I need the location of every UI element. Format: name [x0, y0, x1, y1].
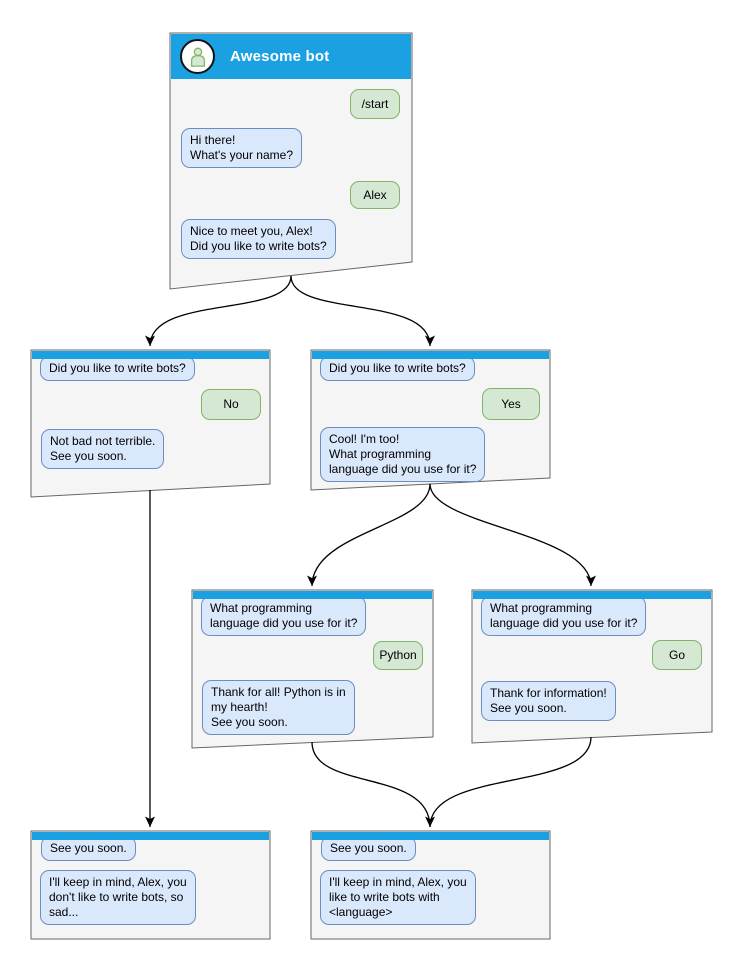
- bot-name-title: Awesome bot: [230, 48, 330, 65]
- bot-message-bubble: Not bad not terrible. See you soon.: [41, 429, 165, 469]
- user-message-bubble: No: [201, 389, 261, 420]
- bot-message-bubble: I'll keep in mind, Alex, you don't like …: [40, 870, 196, 925]
- bot-message-bubble: Thank for all! Python is in my hearth! S…: [202, 680, 355, 735]
- card-header-go-branch: [473, 591, 711, 599]
- connector-yes-to-python: [307, 483, 431, 587]
- card-header-no-branch: [32, 351, 269, 359]
- bot-message-bubble: Did you like to write bots?: [320, 356, 475, 381]
- bot-message-bubble: Hi there! What's your name?: [181, 128, 303, 168]
- user-message-bubble: Go: [652, 640, 702, 670]
- bot-message-bubble: What programming language did you use fo…: [201, 596, 367, 636]
- card-header-farewell-no: [32, 832, 269, 840]
- person-icon: [190, 47, 205, 67]
- card-shapes: [30, 32, 713, 940]
- user-message-bubble: /start: [350, 89, 400, 119]
- card-header-yes-branch: [312, 351, 549, 359]
- connectors: [145, 275, 596, 828]
- bot-message-bubble: Thank for information! See you soon.: [481, 681, 616, 721]
- user-message-bubble: Alex: [350, 181, 400, 209]
- connector-go-to-farewell: [429, 736, 592, 828]
- connector-python-to-farewell: [311, 741, 435, 828]
- card-header-farewell-yes: [312, 832, 549, 840]
- bot-message-bubble: Nice to meet you, Alex! Did you like to …: [181, 219, 336, 259]
- connector-root-to-no: [145, 275, 292, 347]
- user-message-bubble: Yes: [482, 388, 540, 420]
- bot-message-bubble: See you soon.: [321, 836, 416, 861]
- card-header-python-branch: [193, 591, 432, 599]
- connector-root-to-yes: [290, 275, 435, 347]
- bot-message-bubble: Cool! I'm too! What programming language…: [320, 427, 486, 482]
- connector-yes-to-go: [429, 483, 596, 587]
- avatar: [180, 39, 215, 74]
- bot-message-bubble: Did you like to write bots?: [40, 356, 195, 381]
- bot-message-bubble: I'll keep in mind, Alex, you like to wri…: [320, 870, 476, 925]
- bot-message-bubble: What programming language did you use fo…: [481, 596, 647, 636]
- card-header-root: Awesome bot: [171, 34, 411, 79]
- user-message-bubble: Python: [373, 641, 423, 670]
